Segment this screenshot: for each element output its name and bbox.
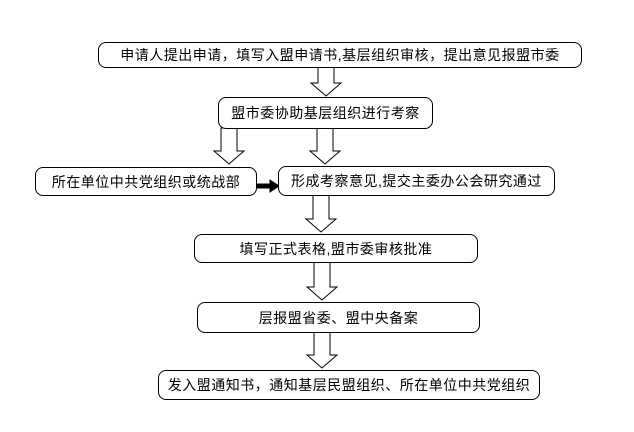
down-arrow-icon [305,331,339,369]
down-arrow-icon [308,127,342,165]
down-arrow-icon [309,66,343,97]
down-arrow-icon [305,261,339,301]
flow-step-committee-inspection: 盟市委协助基层组织进行考察 [218,97,433,129]
flow-step-label: 形成考察意见,提交主委办公会研究通过 [291,173,542,189]
flow-step-label: 层报盟省委、盟中央备案 [258,309,419,326]
flow-step-report-for-record: 层报盟省委、盟中央备案 [197,302,480,333]
flow-step-label: 填写正式表格,盟市委审核批准 [239,240,433,257]
flow-step-issue-notice: 发入盟通知书，通知基层民盟组织、所在单位中共党组织 [158,370,540,400]
flow-step-submit-application: 申请人提出申请，填写入盟申请书,基层组织审核，提出意见报盟市委 [98,42,582,68]
right-arrow-icon [255,183,272,189]
flow-step-label: 盟市委协助基层组织进行考察 [231,105,420,121]
down-arrow-icon [304,194,338,233]
flow-step-work-unit-party-org: 所在单位中共党组织或统战部 [35,167,257,196]
flow-step-label: 发入盟通知书，通知基层民盟组织、所在单位中共党组织 [167,377,531,393]
flow-step-inspection-opinion: 形成考察意见,提交主委办公会研究通过 [278,166,555,196]
down-arrow-icon [212,127,246,165]
flow-step-formal-forms-approval: 填写正式表格,盟市委审核批准 [194,234,478,263]
flow-step-label: 所在单位中共党组织或统战部 [51,173,241,190]
flow-step-label: 申请人提出申请，填写入盟申请书,基层组织审核，提出意见报盟市委 [120,47,560,63]
